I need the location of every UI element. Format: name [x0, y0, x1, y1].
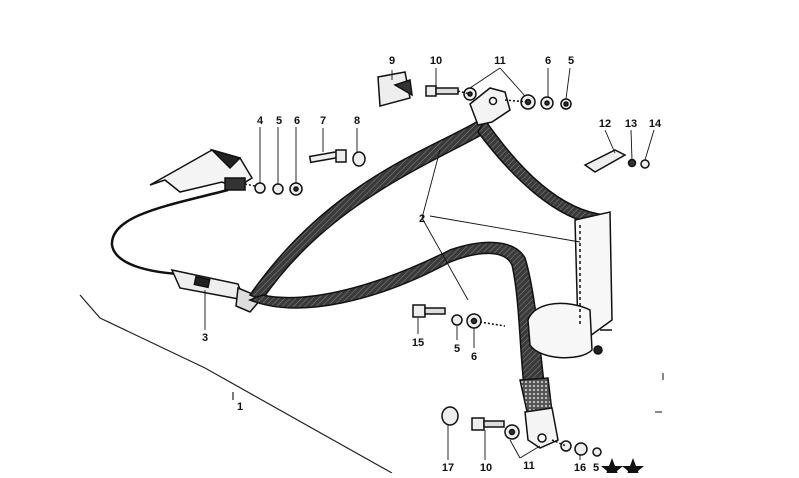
margin-ticks — [655, 373, 664, 413]
callout-17: 17 — [442, 462, 454, 473]
callout-6: 6 — [294, 115, 300, 127]
leader-lines — [204, 67, 655, 460]
belt-webbing — [248, 118, 607, 417]
callout-3: 3 — [202, 332, 208, 344]
middle-hardware — [412, 304, 506, 329]
callout-14: 14 — [649, 118, 662, 130]
lower-anchor-plate — [524, 407, 559, 449]
top-hardware — [425, 85, 572, 110]
callout-6: 6 — [545, 55, 551, 67]
callout-7: 7 — [320, 115, 326, 127]
callout-2: 2 — [419, 213, 425, 225]
callout-5: 5 — [568, 55, 574, 67]
callout-5: 5 — [454, 343, 460, 355]
callout-9: 9 — [389, 55, 395, 67]
callout-labels: 9 10 11 6 5 4 5 6 7 8 12 13 14 2 3 15 5 … — [202, 55, 662, 474]
callout-11: 11 — [494, 55, 506, 67]
callout-5: 5 — [276, 115, 282, 127]
callout-8: 8 — [354, 115, 360, 127]
upper-anchor-plate — [469, 87, 511, 126]
callout-10: 10 — [430, 55, 442, 67]
callout-13: 13 — [625, 118, 637, 130]
callout-4: 4 — [257, 115, 264, 127]
callout-15: 15 — [412, 337, 424, 349]
seat-belt-buckle — [170, 268, 264, 313]
callout-5: 5 — [593, 462, 599, 473]
part-9-cap — [377, 71, 413, 107]
right-hardware — [583, 149, 650, 173]
assembly-baseline — [79, 294, 393, 474]
callout-1: 1 — [237, 401, 243, 413]
callout-16: 16 — [574, 462, 586, 473]
buckle-cable — [110, 188, 229, 276]
star-marks — [601, 458, 644, 478]
callout-12: 12 — [599, 118, 611, 130]
callout-10: 10 — [480, 462, 492, 473]
bottom-hardware — [441, 406, 602, 457]
buckle-cover — [149, 148, 254, 193]
left-hardware — [244, 149, 366, 196]
callout-11: 11 — [523, 460, 535, 472]
callout-6: 6 — [471, 351, 477, 363]
retractor-housing — [527, 211, 613, 359]
